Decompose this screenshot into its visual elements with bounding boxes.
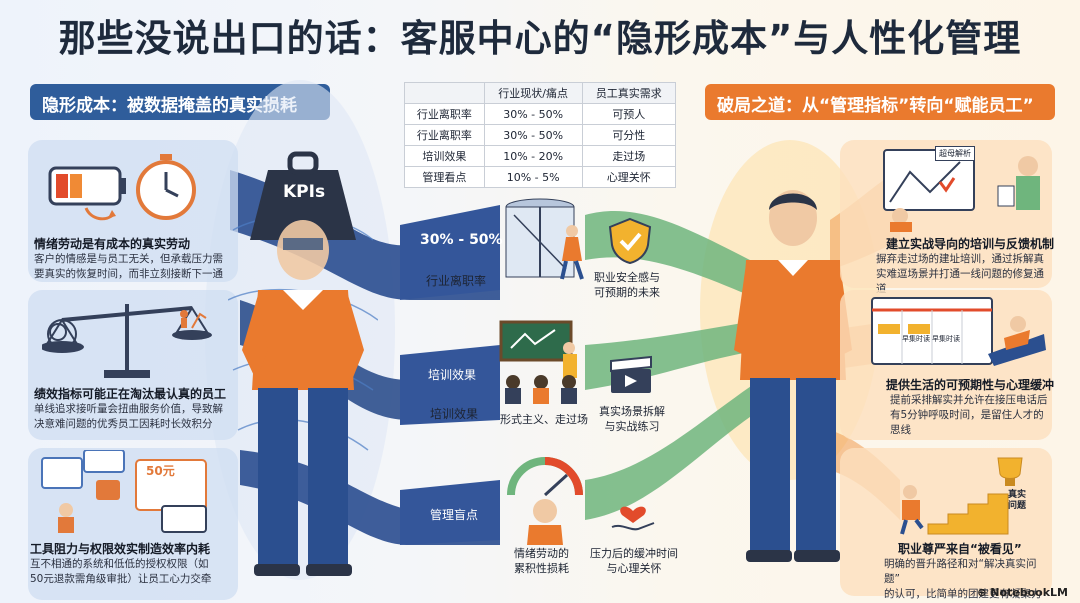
card-title: 绩效指标可能正在淘汰最认真的员工	[34, 387, 227, 401]
right-card-predictability: 早集时读 早集时读 提供生活的可预期性与心理缓冲 提前采排解实并允许在接压电话后…	[840, 290, 1055, 440]
outcome-real-scenarios-label: 真实场景拆解 与实战练习	[599, 405, 665, 433]
table-cell: 30% - 50%	[483, 124, 583, 146]
right-card-dignity: 真实 问题 职业尊严来自“被看见” 明确的晋升路径和对“解决真实问题” 的认可，…	[840, 448, 1052, 600]
table-header-row: 行业现状/痛点 员工真实需求	[404, 82, 677, 104]
balance-scale-icon	[42, 304, 212, 378]
career-stairs-trophy-icon	[900, 457, 1023, 535]
table-header-cell	[404, 82, 485, 104]
battery-timer-icon	[48, 154, 196, 221]
clapperboard-icon	[610, 355, 652, 393]
table-cell: 30% - 50%	[483, 103, 583, 125]
board-tag: 超母解析	[935, 146, 975, 161]
shield-check-icon	[608, 217, 652, 265]
flow-training-label: 培训效果	[428, 368, 477, 382]
schedule-rest-icon	[871, 297, 1046, 366]
table-row: 培训效果 10% - 20% 走过场	[404, 145, 677, 167]
right-section-banner: 破局之道：从“管理指标”转向“赋能员工”	[705, 84, 1055, 120]
schedule-tag: 早集时读	[932, 335, 960, 343]
card-body: 互不相通的系统和低低的授权权限（如 50元退款需角级审批）让员工心力交牵	[30, 558, 212, 585]
table-cell: 10% - 20%	[483, 145, 583, 167]
table-cell: 管理看点	[404, 166, 485, 188]
flow-blindspot-label: 管理盲点	[430, 508, 479, 522]
table-cell: 可分性	[581, 124, 677, 146]
flow-turnover-value: 30% - 50%	[420, 232, 503, 248]
table-header-cell: 行业现状/痛点	[483, 82, 583, 104]
card-title: 提供生活的可预期性与心理缓冲	[886, 378, 1055, 392]
card-body: 摒弃走过场的建址培训，通过拆解真 实难逗场景并打通一线问题的修复通道	[876, 253, 1044, 295]
table-cell: 可预人	[581, 103, 677, 125]
table-row: 行业离职率 30% - 50% 可分性	[404, 124, 677, 146]
right-card-training: 超母解析 建立实战导向的培训与反馈机制 摒弃走过场的建址培训，通过拆解真 实难逗…	[840, 140, 1055, 295]
outcome-buffer-care-label: 压力后的缓冲时间 与心理关怀	[590, 547, 678, 575]
left-card-emotional-labor: 情绪劳动是有成本的真实劳动 客户的情感是与员工无关，但承载压力需 要真实的恢复时…	[28, 140, 238, 282]
outcome-job-security-label: 职业安全感与 可预期的未来	[594, 271, 660, 299]
left-card-tools: 50元 工具阻力与权限效实制造效率内耗 互不相通的系统和低低的授权权限（如 50…	[28, 448, 238, 600]
table-cell: 心理关怀	[581, 166, 677, 188]
page-title: 那些没说出口的话：客服中心的“隐形成本”与人性化管理	[58, 17, 1022, 60]
card-title: 职业尊严来自“被看见”	[898, 542, 1022, 556]
card-body: 明确的晋升路径和对“解决真实问题” 的认可，比简单的团建更有凝聚力	[884, 558, 1042, 600]
left-card-performance: 绩效指标可能正在淘汰最认真的员工 单线追求接听量会扭曲服务价值，导致解 决意难问…	[28, 290, 238, 440]
card-body: 提前采排解实并允许在接压电话后 有5分钟呼吸时间，是留住人才的思线	[890, 394, 1048, 436]
table-cell: 10% - 5%	[483, 166, 583, 188]
flow-training-sub: 培训效果	[430, 407, 479, 421]
card-body: 客户的情感是与员工无关，但承载压力需 要真实的恢复时间，而非立刻接断下一通	[34, 253, 223, 280]
card-body: 单线追求接听量会扭曲服务价值，导致解 决意难问题的优秀员工因耗时长效积分	[34, 403, 223, 430]
outcome-formalism-label: 形式主义、走过场	[500, 413, 588, 426]
card-title: 建立实战导向的培训与反馈机制	[886, 237, 1055, 251]
coaching-board-icon	[883, 149, 1040, 232]
card-title: 工具阻力与权限效实制造效率内耗	[30, 542, 211, 556]
price-badge: 50元	[146, 464, 175, 478]
notebook-logo-icon: ⊕	[977, 586, 991, 599]
revolving-door-icon	[505, 198, 584, 280]
notebooklm-watermark: ⊕ NotebookLM	[977, 586, 1068, 599]
comparison-table: 行业现状/痛点 员工真实需求 行业离职率 30% - 50% 可预人 行业离职率…	[404, 82, 677, 188]
stress-gauge-icon	[507, 457, 583, 545]
approval-documents-icon	[41, 450, 207, 533]
classroom-icon	[499, 320, 577, 404]
stressed-employee-illustration	[228, 151, 378, 576]
flow-turnover-label: 行业离职率	[426, 274, 487, 288]
schedule-tag: 早集时读	[902, 335, 930, 343]
table-cell: 走过场	[581, 145, 677, 167]
card-title: 情绪劳动是有成本的真实劳动	[34, 237, 191, 251]
empowered-employee-illustration	[734, 190, 852, 562]
watermark-text: NotebookLM	[990, 586, 1068, 599]
outcome-emotional-drain-label: 情绪劳动的 累积性损耗	[514, 547, 569, 575]
table-cell: 培训效果	[404, 145, 485, 167]
table-cell: 行业离职率	[404, 124, 485, 146]
table-cell: 行业离职率	[404, 103, 485, 125]
table-header-cell: 员工真实需求	[581, 82, 677, 104]
kpi-weight-label: KPIs	[283, 182, 326, 202]
heart-hand-icon	[611, 506, 655, 531]
table-row: 行业离职率 30% - 50% 可预人	[404, 103, 677, 125]
trophy-label: 真实 问题	[1008, 490, 1027, 511]
table-row: 管理看点 10% - 5% 心理关怀	[404, 166, 677, 188]
